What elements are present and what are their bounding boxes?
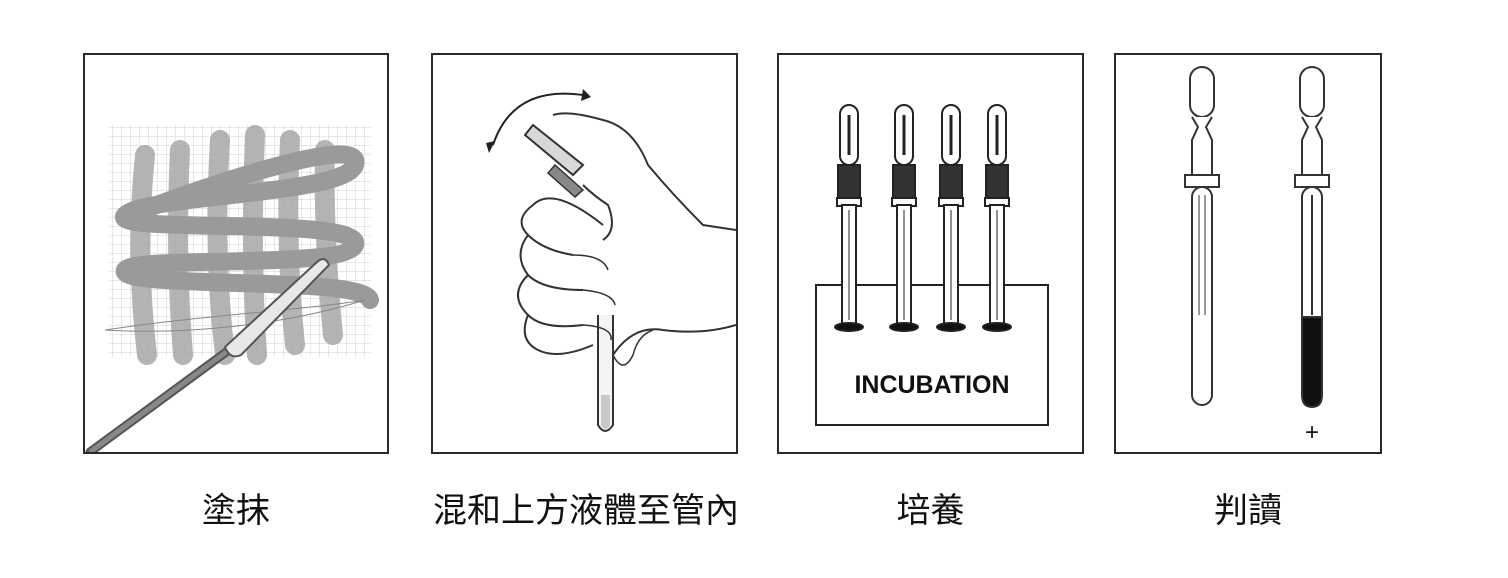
result-tubes-icon: + — [1184, 66, 1330, 446]
incubation-label: INCUBATION — [854, 371, 1009, 399]
step-1-illustration — [83, 53, 389, 454]
swab-grid-icon — [85, 125, 379, 452]
positive-tube — [1294, 66, 1330, 409]
step-1-caption: 塗抹 — [202, 491, 270, 531]
step-3-illustration: INCUBATION — [777, 53, 1084, 454]
step-2-caption: 混和上方液體至管內 — [433, 491, 739, 531]
step-3-caption: 培養 — [896, 491, 965, 531]
step-2-illustration — [431, 53, 738, 454]
step-4-caption: 判讀 — [1214, 491, 1282, 531]
negative-tube — [1184, 66, 1220, 406]
step-4-illustration: + — [1114, 53, 1382, 454]
hand-mix-tube-icon — [486, 89, 736, 432]
positive-result-mark: + — [1305, 419, 1319, 446]
incubator-tubes-icon: INCUBATION — [815, 104, 1049, 426]
